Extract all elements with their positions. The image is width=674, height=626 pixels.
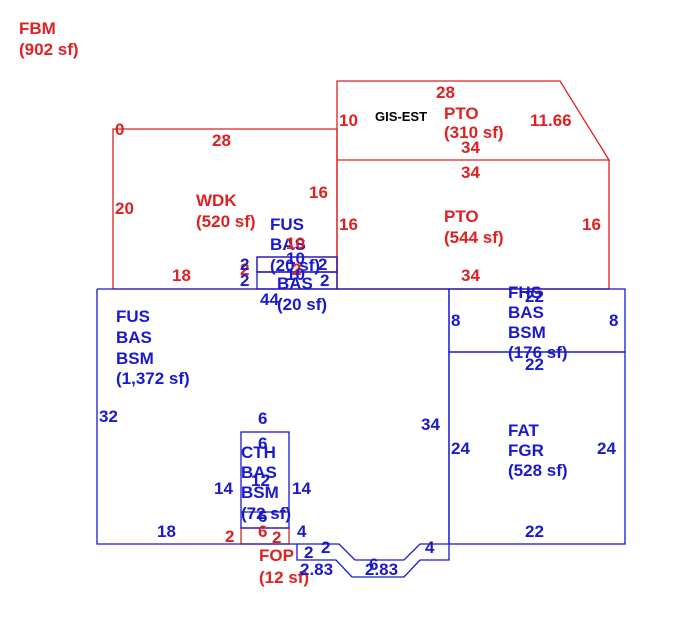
dim-label: 2	[321, 538, 330, 557]
dim-label: 8	[609, 311, 618, 330]
dim-label: 22	[525, 355, 544, 374]
dim-label: 6	[258, 507, 267, 526]
fus-main-code: FUS	[116, 307, 150, 326]
dim-label: 2	[318, 255, 327, 274]
dim-label: 0	[115, 120, 124, 139]
dim-label: 28	[212, 131, 231, 150]
dim-label: 11.66	[530, 111, 572, 130]
fhs-code: FHS	[508, 283, 542, 302]
dim-label: 4	[425, 538, 435, 557]
fhs-bsm: BSM	[508, 323, 546, 342]
dim-label: 10	[286, 234, 305, 253]
dim-label: 14	[292, 479, 311, 498]
pto-top-area: (310 sf)	[444, 123, 504, 142]
dim-label: 16	[582, 215, 601, 234]
bas-small-area: (20 sf)	[277, 295, 327, 314]
dim-label: 2.83	[300, 560, 333, 579]
fus-small-outline	[256, 256, 338, 273]
dim-label: 6	[258, 522, 267, 541]
dim-label: 18	[172, 266, 191, 285]
cth-bas: BAS	[241, 463, 277, 482]
dim-label: 20	[115, 199, 134, 218]
dim-label: 34	[461, 266, 480, 285]
dim-label: 32	[99, 407, 118, 426]
cth-outline	[240, 431, 290, 529]
dim-label: 4	[297, 522, 307, 541]
pto-top-code: PTO	[444, 104, 479, 123]
dim-label: 24	[451, 439, 470, 458]
dim-label: 44	[260, 290, 279, 309]
fhs-bas: BAS	[508, 303, 544, 322]
dim-label: 34	[461, 163, 480, 182]
fat-outline	[448, 351, 626, 545]
dim-label: 14	[214, 479, 233, 498]
pto-main-area: (544 sf)	[444, 228, 504, 247]
fop-area: (12 sf)	[259, 568, 309, 587]
pto-main-code: PTO	[444, 207, 479, 226]
fat-fgr: FGR	[508, 441, 544, 460]
dim-label: 2	[304, 543, 313, 562]
fus-main-area: (1,372 sf)	[116, 369, 190, 388]
dim-label: 22	[525, 287, 544, 306]
dim-label: 24	[597, 439, 616, 458]
fat-area: (528 sf)	[508, 461, 568, 480]
dim-label: 18	[157, 522, 176, 541]
fat-code: FAT	[508, 421, 539, 440]
cth-bsm: BSM	[241, 483, 279, 502]
fus-small-bas: BAS	[270, 235, 306, 254]
dim-label: 34	[421, 415, 440, 434]
fus-main-bas: BAS	[116, 328, 152, 347]
dim-label: 6	[258, 409, 267, 428]
fus-small-code: FUS	[270, 215, 304, 234]
dim-label: 22	[525, 522, 544, 541]
legend-area: (902 sf)	[19, 40, 79, 59]
wdk-area: (520 sf)	[196, 212, 256, 231]
dim-label: 2	[320, 271, 329, 290]
dim-label: 2	[240, 271, 249, 290]
dim-label: 10	[286, 265, 305, 284]
fus-small-area: (20 sf)	[270, 256, 320, 275]
dim-label: 2	[292, 260, 301, 279]
fhs-area: (176 sf)	[508, 343, 568, 362]
dim-label: 16	[309, 183, 328, 202]
dim-label: 12	[251, 471, 270, 490]
dim-label: 2	[240, 260, 249, 279]
dim-label: 6	[369, 555, 378, 574]
cth-code: CTH	[241, 443, 276, 462]
dim-label: 34	[461, 138, 480, 157]
dim-label: 16	[339, 215, 358, 234]
bay-outline	[296, 544, 450, 578]
cth-area: (72 sf)	[241, 504, 291, 523]
dim-label: 2	[240, 255, 249, 274]
dim-label: 2.83	[365, 560, 398, 579]
fop-code: FOP	[259, 546, 294, 565]
legend-code: FBM	[19, 19, 56, 38]
dim-label: 6	[258, 434, 267, 453]
gis-est-label: GIS-EST	[375, 109, 427, 124]
bas-small-code: BAS	[277, 274, 313, 293]
fus-main-bsm: BSM	[116, 349, 154, 368]
dim-label: 28	[436, 83, 455, 102]
dim-label: 10	[339, 111, 358, 130]
wdk-code: WDK	[196, 191, 237, 210]
dim-label: 2	[272, 528, 281, 547]
dim-label: 8	[451, 311, 460, 330]
dim-label: 10	[286, 249, 305, 268]
dim-label: 2	[225, 527, 234, 546]
